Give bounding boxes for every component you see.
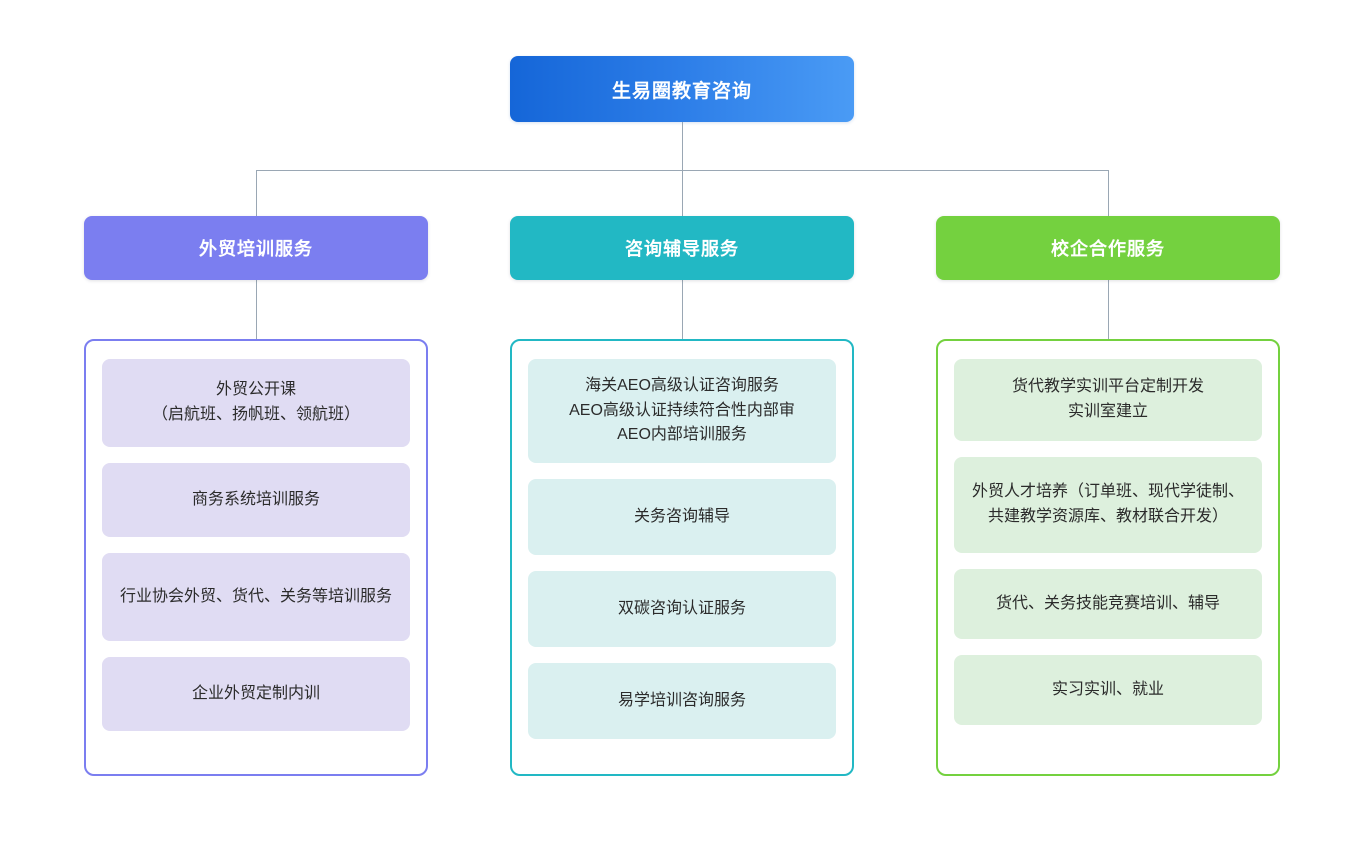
category-header-zixun-fudao[interactable]: 咨询辅导服务 bbox=[510, 216, 854, 280]
item-container-col-1: 海关AEO高级认证咨询服务 AEO高级认证持续符合性内部审 AEO内部培训服务 … bbox=[510, 339, 854, 776]
item-card[interactable]: 外贸公开课 （启航班、扬帆班、领航班） bbox=[102, 359, 410, 447]
connector-drop-col-2 bbox=[1108, 170, 1109, 216]
item-card[interactable]: 行业协会外贸、货代、关务等培训服务 bbox=[102, 553, 410, 641]
connector-drop-col-1 bbox=[682, 170, 683, 216]
item-card[interactable]: 商务系统培训服务 bbox=[102, 463, 410, 537]
category-header-label: 咨询辅导服务 bbox=[625, 239, 739, 259]
connector-header-to-items-col-2 bbox=[1108, 280, 1109, 339]
item-card[interactable]: 海关AEO高级认证咨询服务 AEO高级认证持续符合性内部审 AEO内部培训服务 bbox=[528, 359, 836, 463]
connector-drop-col-0 bbox=[256, 170, 257, 216]
item-card[interactable]: 关务咨询辅导 bbox=[528, 479, 836, 555]
connector-header-to-items-col-1 bbox=[682, 280, 683, 339]
item-card[interactable]: 货代教学实训平台定制开发 实训室建立 bbox=[954, 359, 1262, 441]
category-header-label: 校企合作服务 bbox=[1051, 239, 1165, 259]
category-header-xiaoqi-hezuo[interactable]: 校企合作服务 bbox=[936, 216, 1280, 280]
item-card[interactable]: 双碳咨询认证服务 bbox=[528, 571, 836, 647]
item-card[interactable]: 实习实训、就业 bbox=[954, 655, 1262, 725]
item-card[interactable]: 易学培训咨询服务 bbox=[528, 663, 836, 739]
root-node-label: 生易圈教育咨询 bbox=[611, 80, 752, 102]
root-node[interactable]: 生易圈教育咨询 bbox=[510, 56, 854, 122]
connector-header-to-items-col-0 bbox=[256, 280, 257, 339]
connector-root-stem bbox=[682, 122, 683, 170]
category-header-waimao-peixun[interactable]: 外贸培训服务 bbox=[84, 216, 428, 280]
item-container-col-0: 外贸公开课 （启航班、扬帆班、领航班） 商务系统培训服务 行业协会外贸、货代、关… bbox=[84, 339, 428, 776]
item-card[interactable]: 货代、关务技能竞赛培训、辅导 bbox=[954, 569, 1262, 639]
item-container-col-2: 货代教学实训平台定制开发 实训室建立 外贸人才培养（订单班、现代学徒制、共建教学… bbox=[936, 339, 1280, 776]
category-header-label: 外贸培训服务 bbox=[199, 239, 313, 259]
item-card[interactable]: 企业外贸定制内训 bbox=[102, 657, 410, 731]
item-card[interactable]: 外贸人才培养（订单班、现代学徒制、共建教学资源库、教材联合开发） bbox=[954, 457, 1262, 553]
